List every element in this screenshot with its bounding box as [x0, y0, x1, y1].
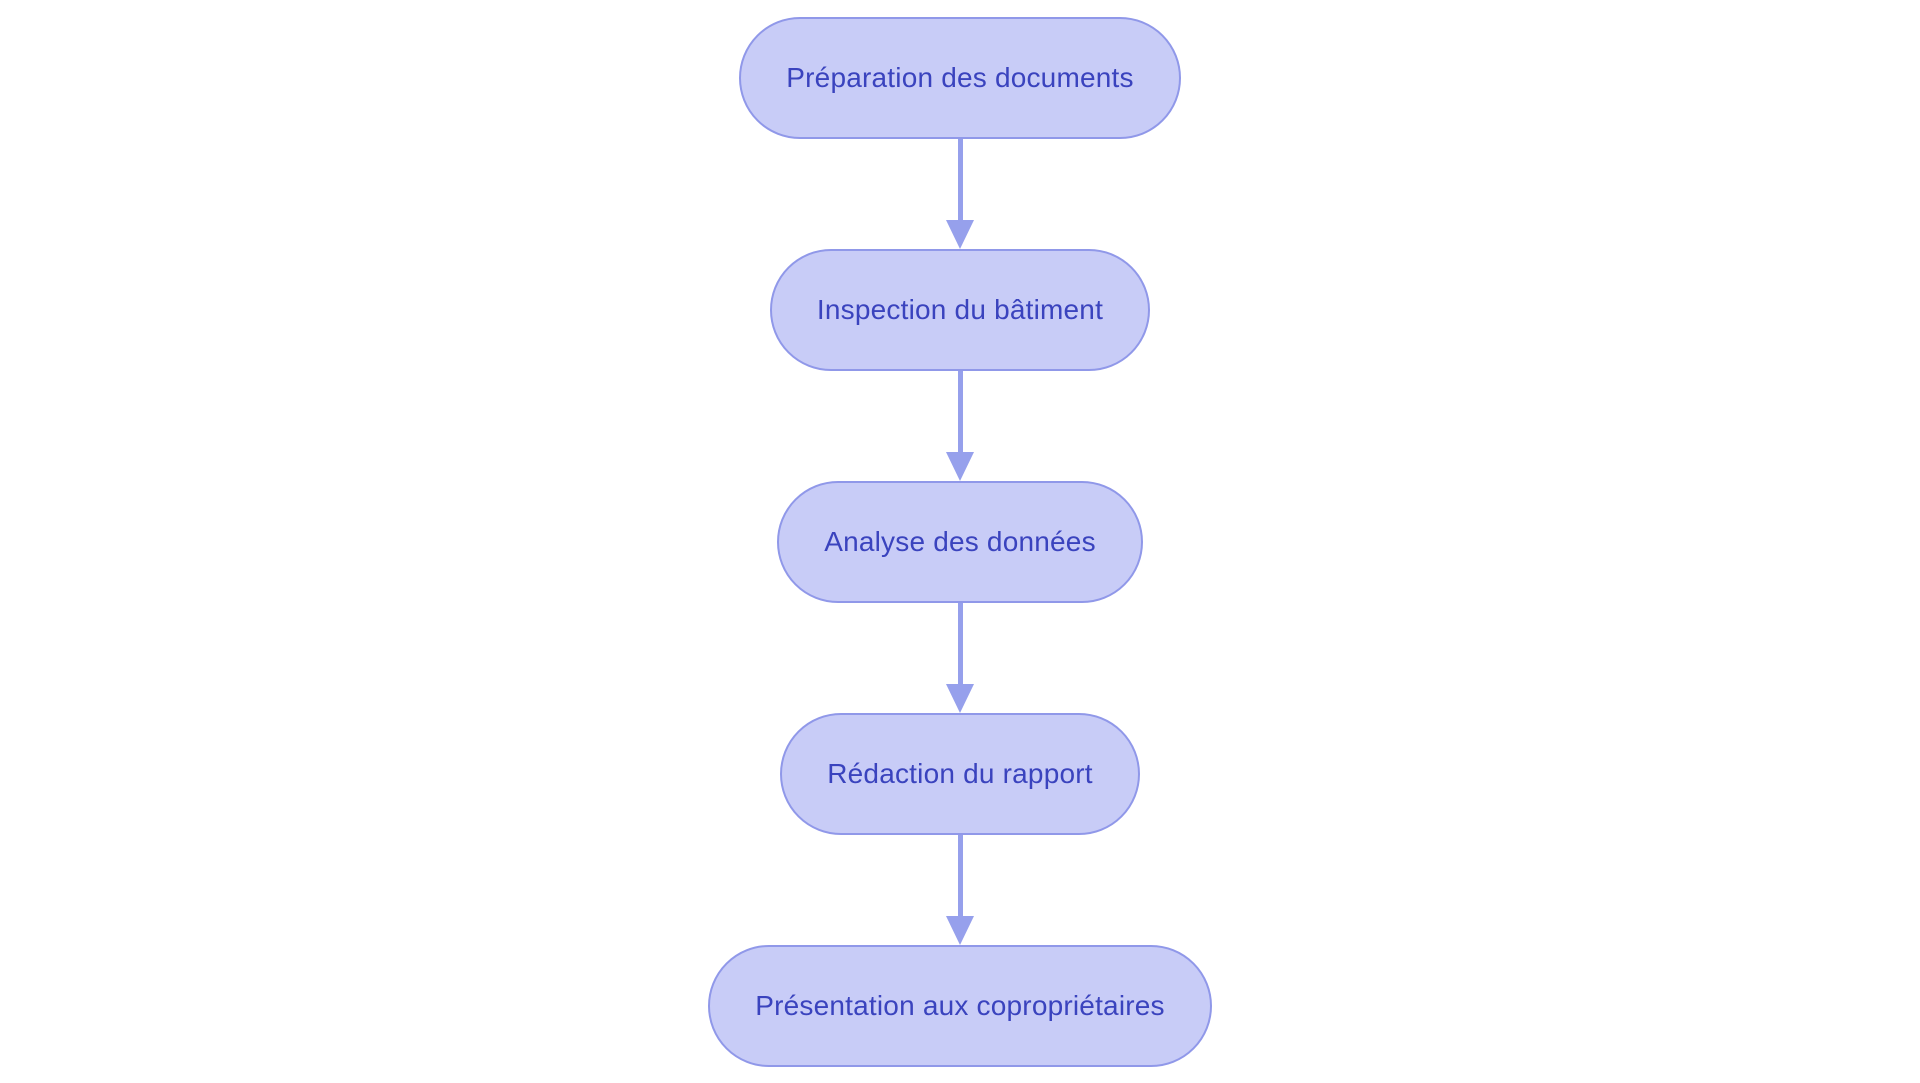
flow-arrow-3-4 — [946, 603, 974, 713]
node-presentation-coproprietaires: Présentation aux copropriétaires — [708, 945, 1212, 1067]
node-inspection-batiment: Inspection du bâtiment — [769, 249, 1151, 371]
flow-arrow-1-2 — [946, 139, 974, 249]
arrow-head-down-icon — [946, 452, 974, 481]
arrow-line — [957, 371, 963, 452]
flow-arrow-4-5 — [946, 835, 974, 945]
arrow-head-down-icon — [946, 916, 974, 945]
node-label: Préparation des documents — [786, 62, 1134, 93]
arrow-head-down-icon — [946, 220, 974, 249]
node-preparation-documents: Préparation des documents — [739, 17, 1181, 139]
node-redaction-rapport: Rédaction du rapport — [780, 713, 1140, 835]
flow-arrow-2-3 — [946, 371, 974, 481]
arrow-head-down-icon — [946, 684, 974, 713]
arrow-line — [957, 835, 963, 916]
node-label: Inspection du bâtiment — [816, 294, 1104, 325]
node-label: Analyse des données — [824, 526, 1096, 557]
node-label: Présentation aux copropriétaires — [755, 990, 1165, 1021]
node-analyse-donnees: Analyse des données — [777, 481, 1143, 603]
arrow-line — [957, 139, 963, 220]
node-label: Rédaction du rapport — [827, 758, 1093, 789]
arrow-line — [957, 603, 963, 684]
